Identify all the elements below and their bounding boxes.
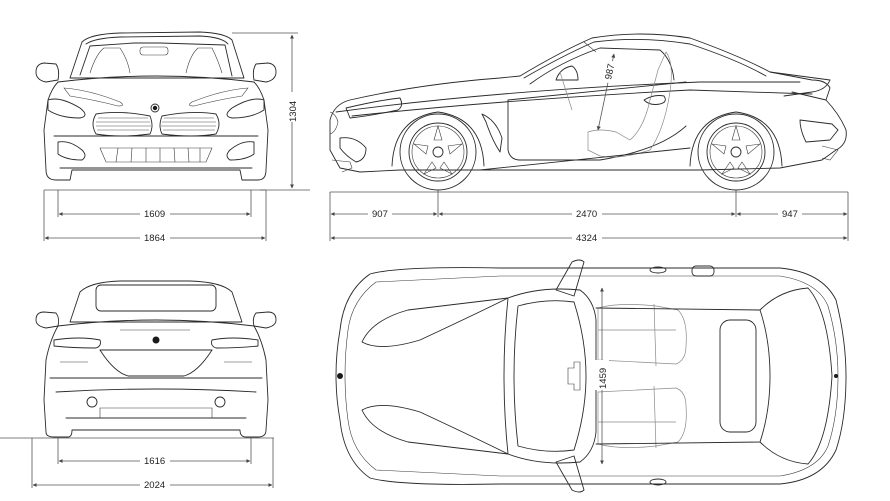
length-label: 4324	[576, 233, 597, 244]
rear-track-label: 1616	[144, 456, 165, 467]
brand-logo-front	[150, 103, 160, 113]
interior-width-label: 1459	[598, 368, 609, 389]
front-track-label: 1609	[144, 209, 165, 220]
front-height-label: 1304	[288, 101, 299, 122]
front-dimensions: 1304 1609 1864	[43, 32, 310, 244]
headroom-label: 987	[603, 63, 617, 81]
front-overhang-label: 907	[372, 209, 388, 220]
rear-view	[35, 280, 277, 438]
rear-overhang-label: 947	[782, 209, 798, 220]
wheelbase-label: 2470	[576, 209, 597, 220]
front-view	[35, 31, 277, 181]
brand-logo-top	[337, 373, 343, 379]
side-view: 987	[329, 33, 847, 191]
grille-mesh	[96, 117, 216, 131]
brand-logo-rear	[152, 336, 160, 344]
seats-top	[597, 303, 687, 449]
front-width-label: 1864	[144, 233, 165, 244]
top-view: 1459	[335, 259, 847, 493]
side-dimensions: 907 2470 947 4324	[329, 190, 849, 244]
width-mirrors-label: 2024	[144, 480, 165, 491]
rear-dimensions: 1616 2024	[0, 437, 274, 491]
